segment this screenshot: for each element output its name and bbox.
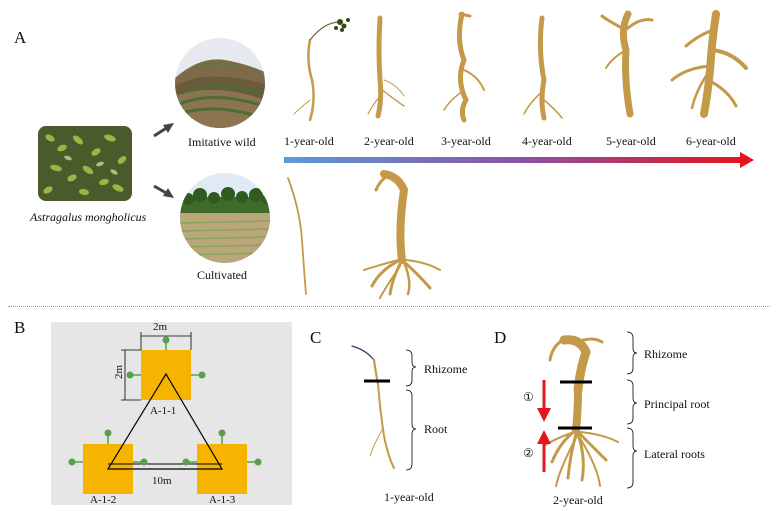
plot-label-a-1-3: A-1-3	[209, 494, 236, 506]
two-year-root-diagram	[543, 335, 619, 487]
cultivated-root-2-year-old	[363, 170, 441, 299]
plant-icons	[68, 336, 262, 466]
plant-icon	[68, 458, 83, 466]
width-dimension-label: 2m	[153, 321, 168, 333]
root-5-year-old	[600, 10, 654, 118]
plant-icon	[126, 371, 141, 379]
plant-icon	[247, 458, 262, 466]
cultivated-root-1-year-old	[287, 177, 307, 295]
panel-label-a: A	[14, 28, 27, 47]
age-label-1: 1-year-old	[284, 134, 334, 148]
marker-2: ②	[523, 446, 534, 460]
plot-label-a-1-1: A-1-1	[150, 405, 177, 417]
cultivated-photo	[180, 173, 270, 263]
red-arrow-down-icon	[537, 380, 551, 422]
arrow-up-icon	[153, 123, 174, 138]
root-2-year-old	[367, 15, 405, 119]
cultivated-label: Cultivated	[197, 268, 247, 282]
age-label-3: 3-year-old	[441, 134, 491, 148]
root-4-year-old	[523, 15, 563, 121]
one-year-root-diagram	[351, 345, 395, 469]
age-label-2: 2-year-old	[364, 134, 414, 148]
height-dimension-label: 2m	[113, 364, 126, 380]
panel-label-b: B	[14, 318, 26, 337]
imitative-wild-photo	[175, 38, 265, 128]
arrow-head-icon	[740, 152, 754, 168]
plant-icon	[162, 336, 170, 350]
age-label-5: 5-year-old	[606, 134, 656, 148]
astragalus-plant-photo	[38, 126, 132, 201]
distance-label: 10m	[152, 475, 172, 487]
red-arrows	[537, 380, 551, 472]
d-rhizome-label: Rhizome	[644, 347, 688, 361]
wild-roots-series	[293, 10, 748, 123]
species-label: Astragalus mongholicus	[30, 210, 147, 224]
age-label-6: 6-year-old	[686, 134, 736, 148]
c-root-label: Root	[424, 422, 448, 436]
d-caption: 2-year-old	[553, 493, 603, 507]
habitat-arrows	[153, 123, 174, 198]
root-6-year-old	[670, 10, 748, 118]
plant-icon	[191, 371, 206, 379]
c-rhizome-label: Rhizome	[424, 362, 468, 376]
plant-icon	[182, 458, 197, 466]
arrow-down-icon	[153, 184, 174, 198]
age-label-4: 4-year-old	[522, 134, 572, 148]
plot-label-a-1-2: A-1-2	[90, 494, 117, 506]
plant-icon	[133, 458, 148, 466]
panel-label-d: D	[494, 328, 507, 347]
d-principal-root-label: Principal root	[644, 397, 710, 411]
marker-1: ①	[523, 390, 534, 404]
plot-layout-diagram	[68, 332, 262, 494]
plant-icon	[104, 429, 112, 444]
panel-d-brackets	[626, 331, 638, 489]
root-3-year-old	[443, 11, 485, 123]
cultivated-roots	[287, 170, 441, 299]
root-1-year-old	[293, 18, 350, 122]
panel-c-brackets	[405, 349, 417, 471]
panel-label-c: C	[310, 328, 322, 347]
red-arrow-up-icon	[537, 430, 551, 472]
section-divider	[8, 306, 770, 307]
imitative-wild-label: Imitative wild	[188, 135, 256, 149]
d-lateral-roots-label: Lateral roots	[644, 447, 705, 461]
c-caption: 1-year-old	[384, 490, 434, 504]
age-gradient-arrow	[284, 152, 754, 168]
plant-icon	[218, 429, 226, 444]
